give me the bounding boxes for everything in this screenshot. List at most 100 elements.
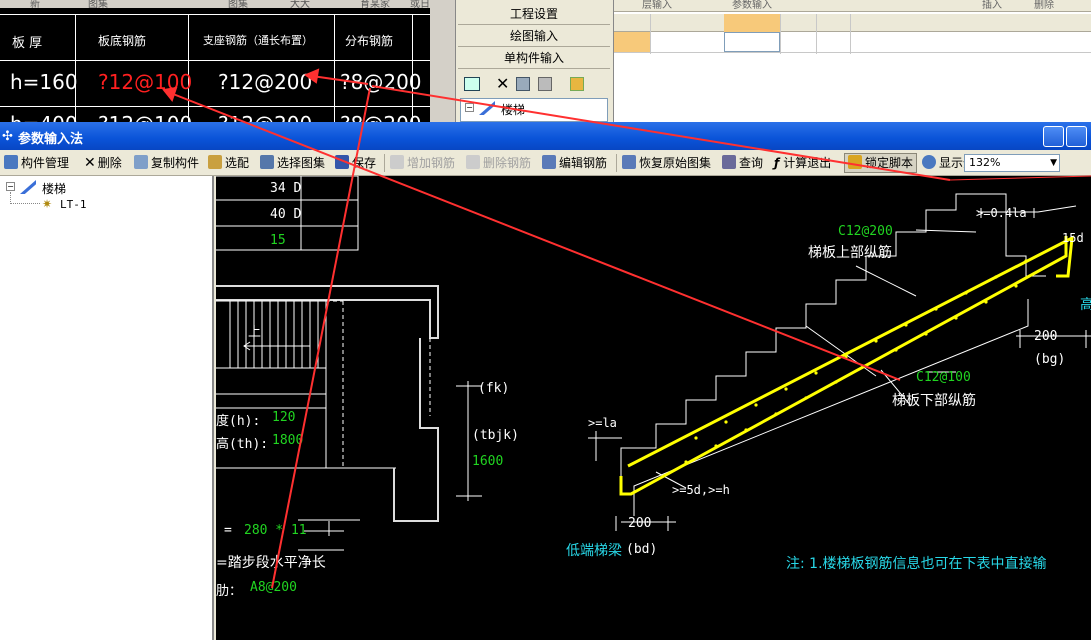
- delete-label: 删除: [97, 156, 122, 170]
- project-settings-button[interactable]: 工程设置: [458, 4, 610, 25]
- menu-fragment: 图集: [88, 0, 108, 10]
- zoom-value: 132%: [969, 156, 1001, 169]
- 5d-label: >=5d,>=h: [672, 483, 730, 497]
- table-cell-highlight: ?12@100: [98, 70, 193, 94]
- grid-panel: 层输入 参数输入 插入 删除: [613, 0, 1091, 122]
- select-label: 选配: [225, 156, 250, 170]
- save-label: 保存: [352, 156, 377, 170]
- edit-rebar-icon: [542, 155, 556, 169]
- tread-value[interactable]: 1800: [272, 433, 304, 448]
- table-cell: ?12@100: [98, 112, 192, 122]
- copy-component-button[interactable]: 复制构件: [134, 154, 199, 172]
- tree-item-lt1[interactable]: LT-1: [60, 198, 87, 211]
- tree-item-stair[interactable]: 楼梯: [42, 182, 67, 196]
- step-desc: =踏步段水平净长: [216, 555, 326, 571]
- select-icon: [208, 155, 222, 169]
- table-line: [0, 106, 430, 107]
- up-label: 上: [248, 325, 262, 340]
- la-left-label: >=la: [588, 416, 617, 430]
- minimize-button[interactable]: [1043, 126, 1064, 147]
- menu-fragment: 新: [30, 0, 40, 10]
- lock-script-label: 锁定脚本: [865, 156, 914, 170]
- dim-200-bottom: 200: [628, 516, 652, 531]
- single-component-input-button[interactable]: 单构件输入: [458, 48, 610, 69]
- lock-script-button[interactable]: 锁定脚本: [844, 153, 918, 173]
- table-cell: ?8@200: [340, 70, 422, 94]
- tree-item-stair[interactable]: 楼梯: [501, 103, 526, 117]
- atlas-icon: [260, 155, 274, 169]
- window-title: 参数输入法: [18, 132, 84, 147]
- add-rebar-button[interactable]: 增加钢筋: [390, 154, 455, 172]
- query-icon: [722, 155, 736, 169]
- delete-button[interactable]: ✕删除: [84, 154, 122, 172]
- dist-rebar-value[interactable]: A8@200: [250, 580, 297, 595]
- folder-icon[interactable]: [570, 77, 584, 91]
- collapse-icon[interactable]: −: [6, 182, 15, 191]
- collapse-icon[interactable]: −: [465, 103, 474, 112]
- query-button[interactable]: 查询: [722, 154, 763, 172]
- mini-tree: − 楼梯: [460, 98, 608, 122]
- menu-fragment: 或日: [410, 0, 430, 10]
- step-formula[interactable]: 280 * 11: [244, 523, 307, 538]
- component-manage-button[interactable]: 构件管理: [4, 154, 69, 172]
- select-button[interactable]: 选配: [208, 154, 249, 172]
- tread-label: 高(th):: [216, 437, 269, 452]
- stair-icon: [20, 180, 36, 194]
- table-line: [334, 14, 335, 122]
- reference-rebar-table: 新 图集 图集 大大 育某家 或日 板 厚 板底钢筋 支座钢筋（通长布置） 分布…: [0, 0, 430, 122]
- copy-icon[interactable]: [516, 77, 530, 91]
- param-value: 34 D: [270, 181, 302, 196]
- menu-fragment: 育某家: [360, 0, 390, 10]
- background-menu-strip: 新 图集 图集 大大 育某家 或日: [0, 0, 430, 10]
- toolbar-fragment: 层输入: [642, 0, 672, 11]
- table-line: [0, 14, 430, 15]
- menu-fragment: 图集: [228, 0, 248, 10]
- edit-rebar-button[interactable]: 编辑钢筋: [542, 154, 607, 172]
- save-button[interactable]: 保存: [335, 154, 376, 172]
- selected-row-header[interactable]: [614, 32, 650, 52]
- grid-header-row: [614, 14, 1091, 32]
- drawing-canvas[interactable]: 34 D 40 D 15 上 度(h): 120 高(th): 1800 (fk…: [216, 176, 1091, 640]
- list-icon[interactable]: [464, 77, 480, 91]
- component-manage-icon: [4, 155, 18, 169]
- drawing-input-button[interactable]: 绘图输入: [458, 26, 610, 47]
- paste-icon[interactable]: [538, 77, 552, 91]
- grid-line: [850, 14, 851, 54]
- la-top-label: >=0.4la: [976, 206, 1027, 220]
- zoom-select[interactable]: 132%▼: [964, 154, 1060, 172]
- selected-cell[interactable]: [724, 32, 780, 52]
- toolbar-fragment: 插入: [982, 0, 1002, 11]
- table-cell: ?12@200: [218, 70, 313, 94]
- formula-icon: ƒ: [774, 156, 780, 170]
- dist-rebar-label: 肋：: [216, 584, 243, 599]
- gap-panel: [430, 0, 455, 122]
- maximize-button[interactable]: [1066, 126, 1087, 147]
- restore-atlas-label: 恢复原始图集: [639, 156, 712, 170]
- 15d-label: 15d: [1062, 231, 1084, 245]
- table-header: 板 厚: [12, 36, 43, 51]
- select-atlas-label: 选择图集: [277, 156, 326, 170]
- delete-rebar-label: 删除钢筋: [483, 156, 532, 170]
- tbjk-label: (tbjk): [472, 428, 519, 443]
- lower-rebar-code[interactable]: C12@100: [916, 370, 971, 385]
- restore-atlas-button[interactable]: 恢复原始图集: [622, 154, 711, 172]
- table-header: 分布钢筋: [345, 34, 394, 48]
- bd-label: (bd): [626, 542, 658, 557]
- toolbar-separator: [384, 154, 385, 172]
- delete-rebar-button[interactable]: 删除钢筋: [466, 154, 531, 172]
- selected-column-header[interactable]: [724, 14, 780, 32]
- delete-icon[interactable]: ✕: [496, 74, 510, 93]
- upper-rebar-desc: 梯板上部纵筋: [808, 245, 892, 261]
- grid-line: [780, 14, 781, 54]
- param-value: 40 D: [270, 207, 302, 222]
- tbjk-value[interactable]: 1600: [472, 454, 504, 469]
- tree-connector: [10, 192, 11, 204]
- component-tree: − 楼梯 ✷ LT-1: [0, 176, 214, 640]
- upper-rebar-code[interactable]: C12@200: [838, 224, 893, 239]
- height-value[interactable]: 120: [272, 410, 296, 425]
- select-atlas-button[interactable]: 选择图集: [260, 154, 325, 172]
- title-bar[interactable]: ✣ 参数输入法: [0, 122, 1091, 150]
- copy-icon: [134, 155, 148, 169]
- table-line: [412, 14, 413, 122]
